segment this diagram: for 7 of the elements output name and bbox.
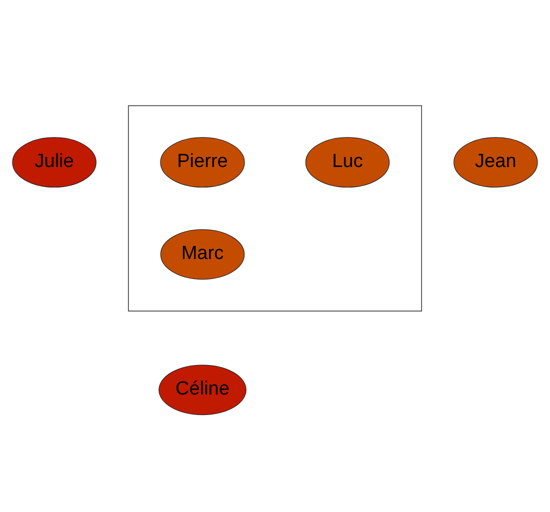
node-ellipse: Julie — [12, 137, 96, 188]
node-ellipse: Luc — [305, 137, 390, 188]
cluster — [128, 105, 422, 312]
node-ellipse: Pierre — [160, 137, 245, 188]
node-ellipse: Céline — [158, 364, 246, 416]
node-ellipse: Marc — [160, 229, 245, 280]
node-ellipse: Jean — [454, 137, 538, 188]
